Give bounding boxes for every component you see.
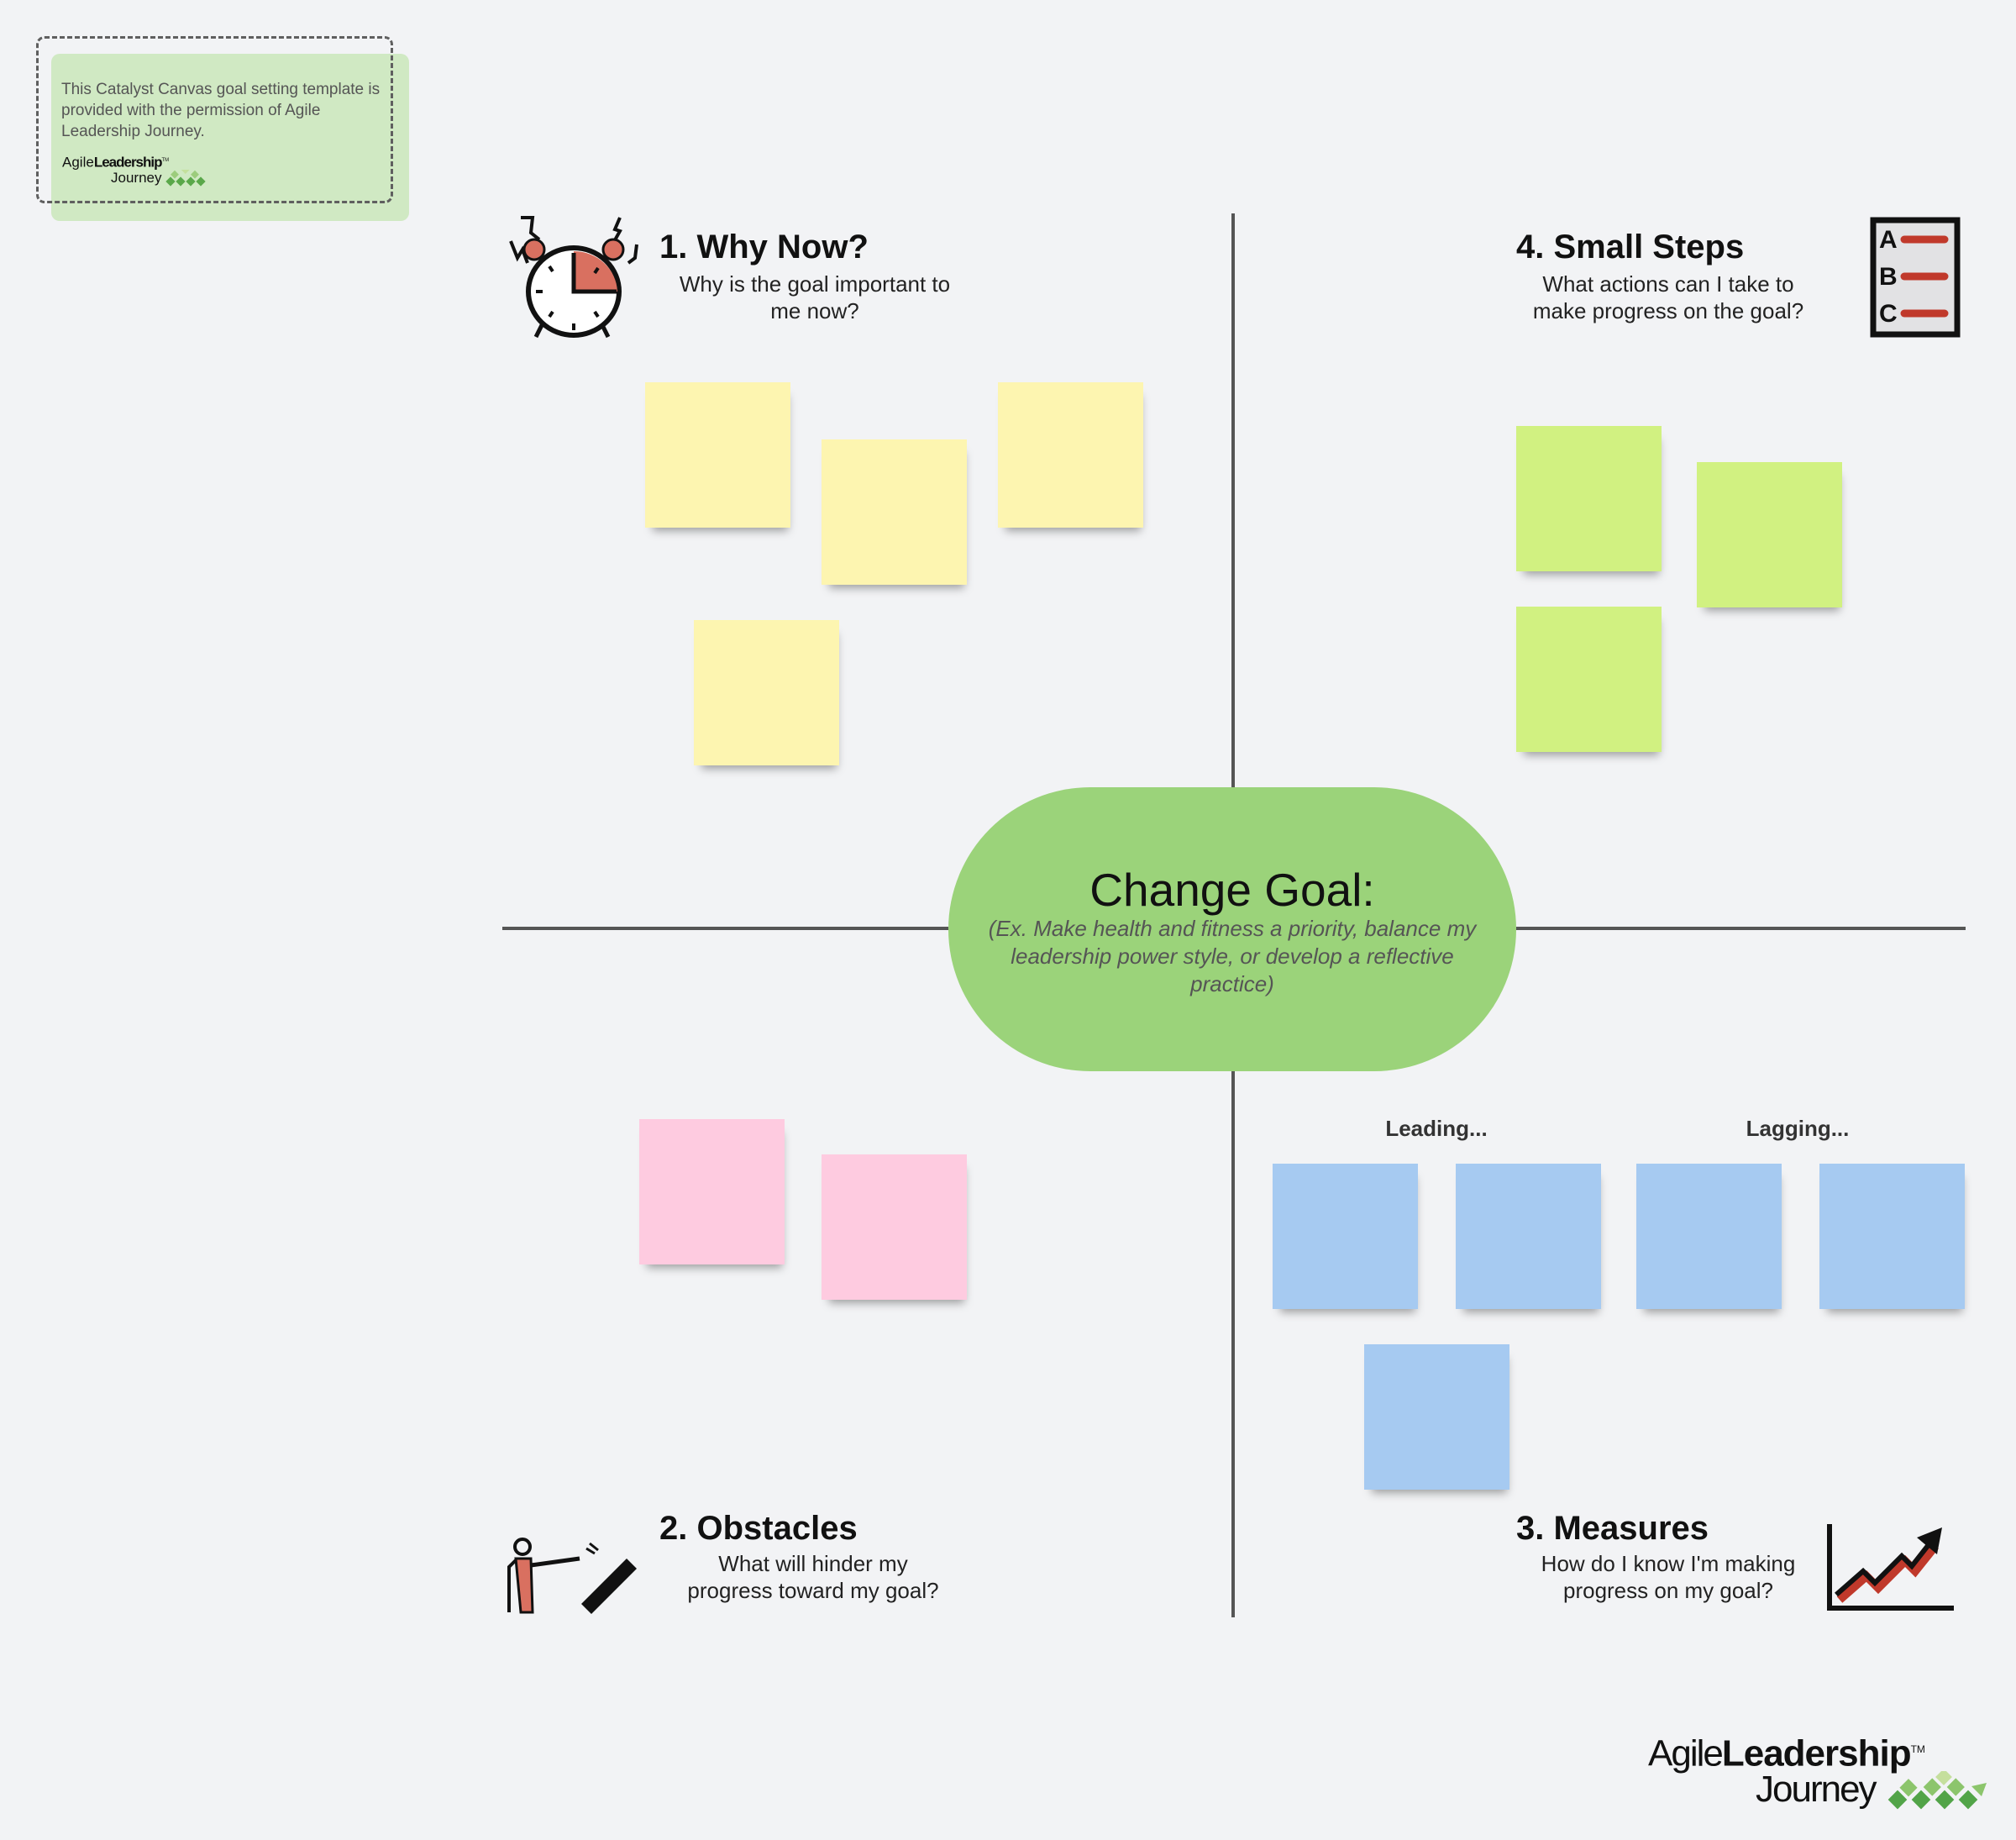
sticky-note-yellow[interactable] [645,382,790,528]
small-steps-subtitle-line1: What actions can I take to [1542,271,1794,297]
footer-logo-journey: Journey [1756,1769,1877,1811]
leading-label: Leading... [1385,1116,1488,1141]
measures-subtitle: How do I know I'm making progress on my … [1500,1550,1836,1604]
sticky-note-blue-lagging[interactable] [1819,1164,1965,1309]
sticky-note-green[interactable] [1516,607,1662,752]
small-steps-heading: 4. Small Steps [1516,229,1745,265]
sticky-note-yellow[interactable] [998,382,1143,528]
why-now-subtitle-line2: me now? [770,298,859,323]
logo-tm: TM [161,158,170,163]
svg-text:B: B [1879,263,1898,291]
why-now-subtitle-line1: Why is the goal important to [679,271,951,297]
measures-subtitle-line1: How do I know I'm making [1541,1551,1796,1576]
diamond-logo-icon [165,165,206,187]
lagging-label: Lagging... [1746,1116,1850,1141]
alarm-clock-icon [509,216,638,339]
diamond-logo-icon [1887,1768,1987,1809]
measures-heading: 3. Measures [1516,1510,1709,1547]
sticky-note-yellow[interactable] [822,439,967,585]
change-goal-title: Change Goal: [1089,864,1375,916]
horizontal-divider-right [1516,927,1966,930]
sticky-note-pink[interactable] [639,1119,785,1264]
obstacles-subtitle-line1: What will hinder my [718,1551,908,1576]
sticky-note-blue-leading[interactable] [1456,1164,1601,1309]
sticky-note-pink[interactable] [822,1154,967,1300]
small-steps-subtitle: What actions can I take to make progress… [1500,271,1836,324]
footer-logo-leadership: Leadership [1721,1732,1912,1774]
info-note-logo: AgileLeadershipTM Journey [62,154,213,188]
sticky-note-green[interactable] [1516,426,1662,571]
obstacles-subtitle: What will hinder my progress toward my g… [645,1550,981,1604]
person-pushing-obstacle-icon [507,1538,637,1614]
sticky-note-green[interactable] [1697,462,1842,607]
measures-subtitle-line2: progress on my goal? [1562,1578,1774,1603]
why-now-heading: 1. Why Now? [659,229,869,265]
svg-text:C: C [1879,300,1898,328]
small-steps-subtitle-line2: make progress on the goal? [1532,298,1804,323]
change-goal-oval[interactable]: Change Goal: (Ex. Make health and fitnes… [948,787,1516,1071]
logo-leadership: Leadership [93,154,163,171]
footer-logo-agile: Agile [1648,1732,1724,1774]
change-goal-description: (Ex. Make health and fitness a priority,… [988,916,1477,996]
info-note-frame [36,36,393,203]
obstacles-subtitle-line2: progress toward my goal? [687,1578,939,1603]
sticky-note-blue-leading[interactable] [1273,1164,1418,1309]
footer-logo-tm: TM [1910,1743,1925,1755]
vertical-divider-bottom [1231,1071,1235,1617]
why-now-subtitle: Why is the goal important to me now? [647,271,983,324]
horizontal-divider-left [502,927,948,930]
sticky-note-yellow[interactable] [694,620,839,765]
info-note-text: This Catalyst Canvas goal setting templa… [61,81,381,140]
abc-checklist-icon: ABC [1870,217,1961,338]
agile-leadership-journey-logo: AgileLeadershipTM Journey [1648,1732,1988,1813]
vertical-divider-top [1231,213,1235,787]
logo-agile: Agile [62,154,94,171]
sticky-note-blue-leading[interactable] [1364,1344,1509,1490]
obstacles-heading: 2. Obstacles [659,1510,858,1547]
rising-chart-icon [1827,1524,1954,1611]
logo-journey: Journey [111,170,162,187]
info-note[interactable] [51,54,409,221]
svg-text:A: A [1879,226,1898,254]
sticky-note-blue-lagging[interactable] [1636,1164,1782,1309]
